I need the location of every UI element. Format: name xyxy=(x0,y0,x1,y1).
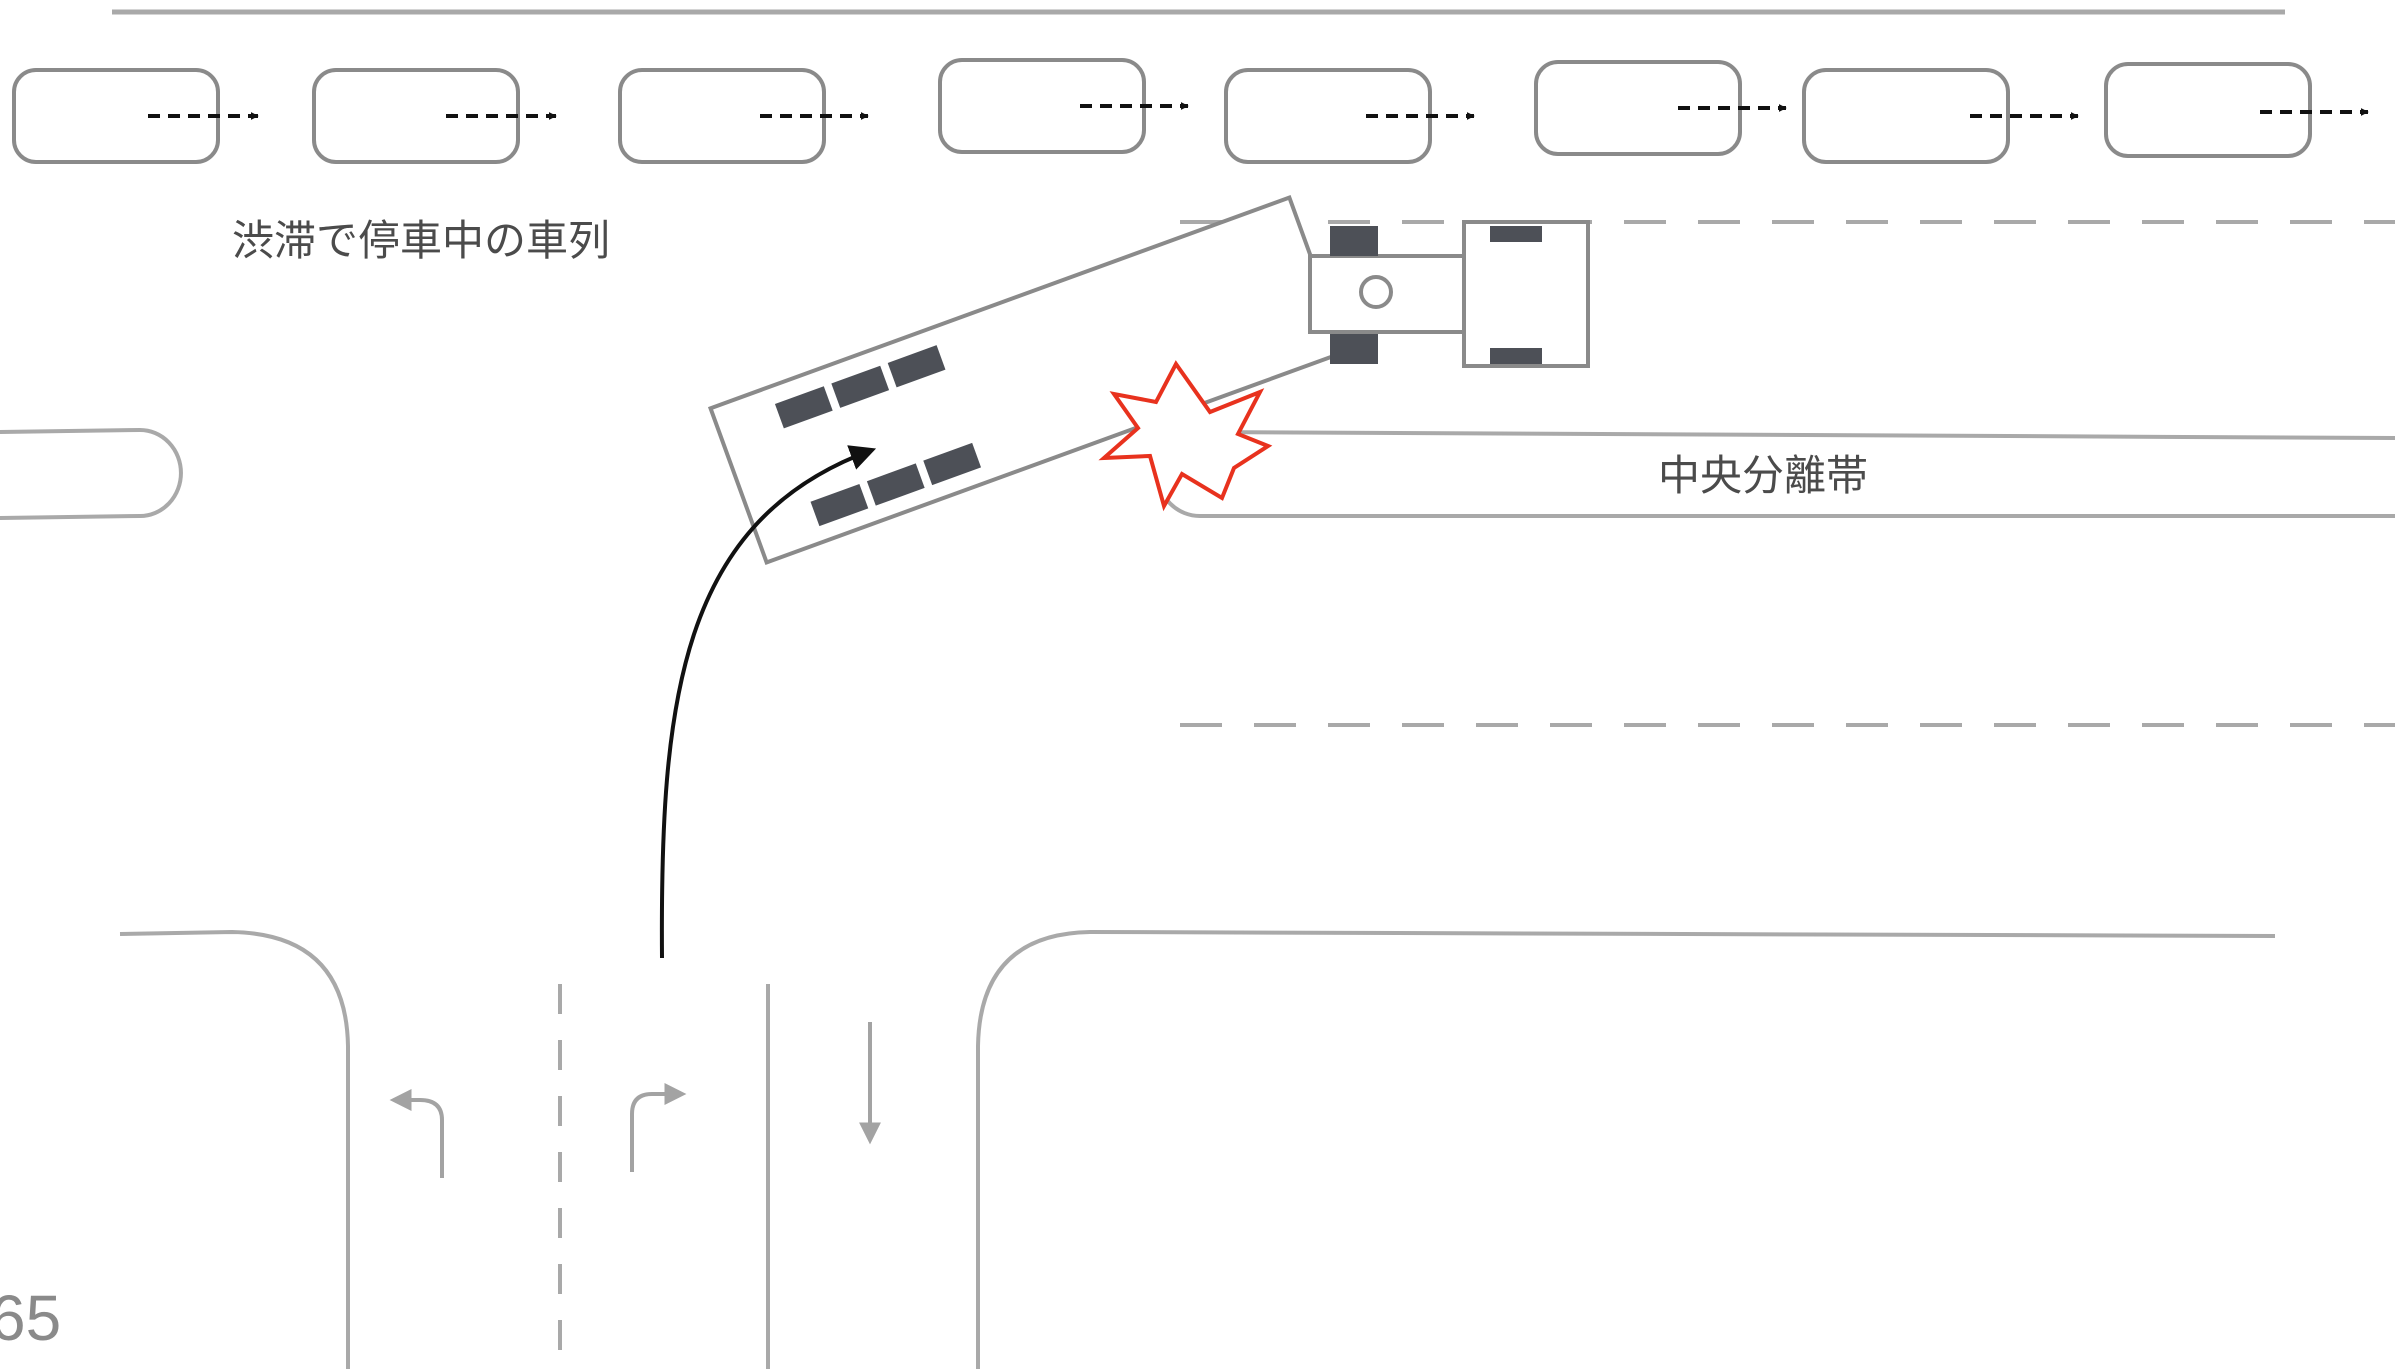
queued-car xyxy=(1534,60,1787,156)
truck-path-arrow xyxy=(659,445,877,959)
tractor-cab xyxy=(1462,220,1590,368)
tractor-coupling xyxy=(1308,226,1466,364)
kingpin xyxy=(1359,275,1393,309)
trailer xyxy=(707,195,1349,565)
trailer-wheels-lower xyxy=(810,442,982,527)
median-label: 中央分離帯 xyxy=(1658,451,1868,500)
page-number: 65 xyxy=(0,1282,61,1354)
traffic-queue-label: 渋滞で停車中の車列 xyxy=(232,216,610,265)
collision-burst-icon xyxy=(1098,360,1273,512)
queued-car xyxy=(312,68,557,164)
left-turn-arrow-icon xyxy=(389,1089,444,1178)
road-corner-left xyxy=(119,929,350,1369)
queued-car xyxy=(938,58,1189,154)
queued-car xyxy=(12,68,259,164)
traffic-queue xyxy=(12,58,2369,164)
queued-car xyxy=(1802,68,2079,164)
road-corner-right xyxy=(976,929,2276,1369)
queued-car xyxy=(618,68,869,164)
trailer-truck xyxy=(707,195,1590,565)
queued-car xyxy=(2104,62,2369,158)
right-turn-arrow-icon xyxy=(630,1083,687,1172)
left-median-island xyxy=(0,427,183,520)
queued-car xyxy=(1224,68,1475,164)
trailer-wheels-upper xyxy=(774,345,946,429)
